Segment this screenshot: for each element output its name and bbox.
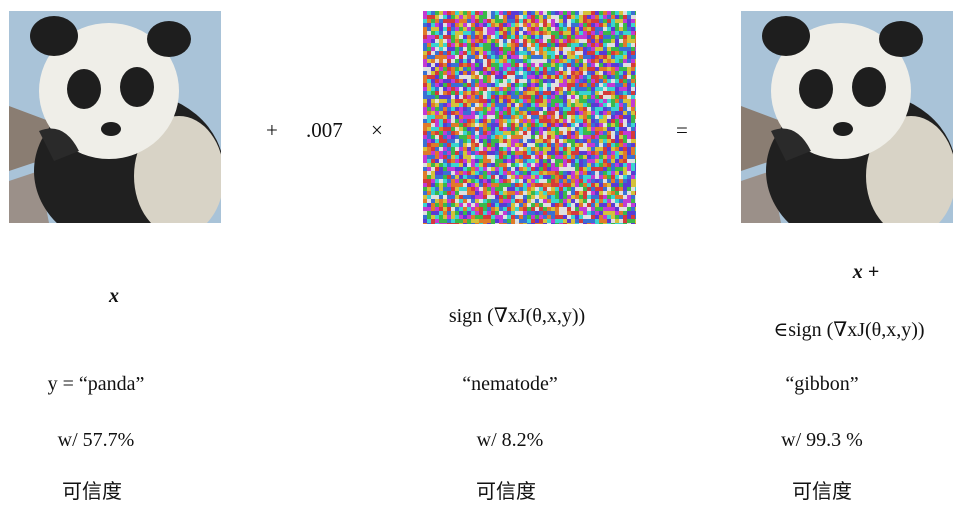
times-operator: × [371, 118, 383, 142]
confidence-label-3: 可信度 [792, 481, 852, 503]
equals-operator: = [676, 118, 688, 142]
confidence-panda: w/ 57.7% [57, 429, 135, 451]
formula-sign-gradient: sign (∇xJ(θ,x,y)) [448, 305, 586, 327]
adversarial-panda-image [741, 11, 953, 223]
label-panda: y = “panda” [47, 373, 145, 395]
perturbation-noise-image [423, 11, 636, 224]
confidence-label-1: 可信度 [62, 481, 122, 503]
label-nematode: “nematode” [462, 373, 558, 395]
epsilon-coefficient: .007 [306, 118, 343, 142]
confidence-gibbon: w/ 99.3 % [781, 429, 863, 451]
formula-epsilon-sign-gradient: ∈sign (∇xJ(θ,x,y)) [773, 319, 925, 341]
plus-operator: + [266, 118, 278, 142]
label-gibbon: “gibbon” [785, 373, 859, 395]
formula-x: x [109, 285, 119, 307]
confidence-label-2: 可信度 [476, 481, 536, 503]
panda-image [9, 11, 221, 223]
confidence-nematode: w/ 8.2% [476, 429, 544, 451]
formula-x-plus: x + [852, 261, 880, 283]
